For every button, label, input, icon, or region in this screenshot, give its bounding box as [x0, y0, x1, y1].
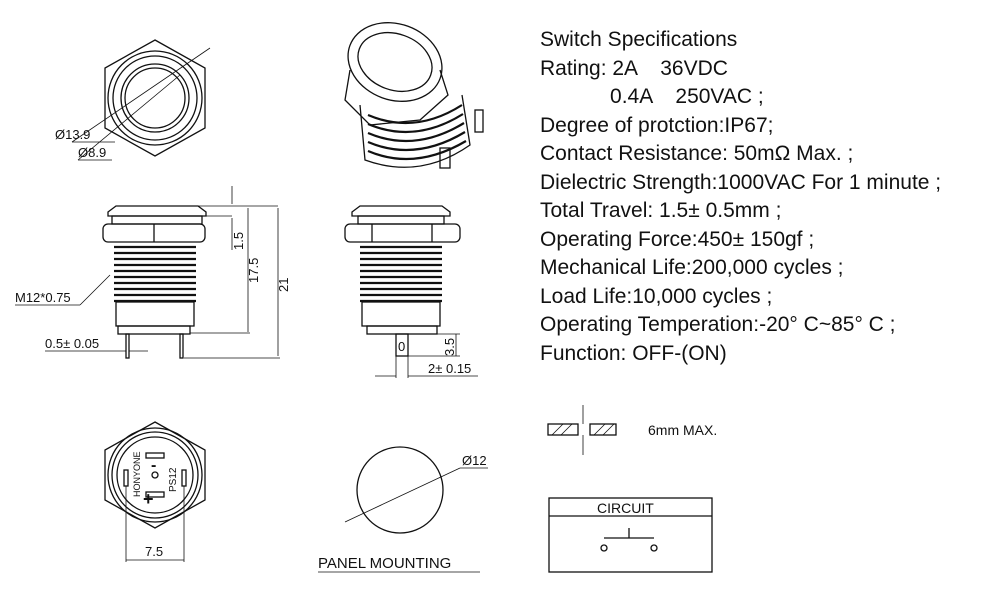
isometric-view — [344, 22, 484, 169]
pin-width-label: 0.5± 0.05 — [45, 336, 99, 351]
circuit-diagram: CIRCUIT — [548, 497, 713, 573]
panel-mounting-label: PANEL MOUNTING — [318, 555, 451, 572]
spec-line: Total Travel: 1.5± 0.5mm ; — [540, 199, 782, 222]
side-view-front: M12*0.75 0.5± 0.05 1.5 17.5 21 — [15, 186, 291, 359]
spec-line: Function: OFF-(ON) — [540, 341, 727, 365]
cap-height-label: 1.5 — [231, 232, 246, 250]
total-height-label: 21 — [276, 278, 291, 292]
minus-label: - — [151, 457, 156, 474]
model-label: PS12 — [168, 467, 179, 492]
panel-hole-label: Ø12 — [462, 453, 487, 468]
spec-line: 0.4A 250VAC ; — [540, 85, 764, 108]
spec-line: Contact Resistance: 50mΩ Max. ; — [540, 142, 854, 165]
panel-thickness: 6mm MAX. — [547, 405, 717, 455]
switch-specifications: Switch Specifications Rating: 2A 36VDC 0… — [540, 26, 941, 368]
outer-diameter-label: Ø13.9 — [55, 127, 90, 142]
spec-line: Dielectric Strength:1000VAC For 1 minute… — [540, 170, 942, 194]
brand-label: HONYONE — [132, 451, 142, 497]
terminal-height-label: 3.5 — [442, 338, 457, 356]
pin-spacing-label: 7.5 — [145, 544, 163, 559]
plus-label: + — [143, 489, 154, 509]
panel-mounting: Ø12 PANEL MOUNTING — [318, 446, 488, 573]
inner-diameter-label: Ø8.9 — [78, 145, 106, 160]
terminal-width-label: 2± 0.15 — [428, 361, 471, 376]
terminal-hole-icon: 0 — [398, 339, 405, 354]
spec-line: Operating Temperation:-20° C~85° C ; — [540, 313, 896, 336]
bottom-view: HONYONE PS12 - + 7.5 — [104, 421, 206, 562]
top-view: Ø13.9 Ø8.9 — [55, 39, 211, 161]
side-view-side: 0 2± 0.15 3.5 — [344, 205, 478, 378]
panel-thickness-label: 6mm MAX. — [648, 422, 717, 438]
spec-line: Degree of protction:IP67; — [540, 113, 774, 137]
spec-title: Switch Specifications — [540, 28, 738, 51]
circuit-label: CIRCUIT — [597, 500, 654, 516]
spec-line: Mechanical Life:200,000 cycles ; — [540, 256, 844, 279]
spec-line: Rating: 2A 36VDC — [540, 56, 728, 80]
spec-line: Load Life:10,000 cycles ; — [540, 284, 773, 308]
spec-line: Operating Force:450± 150gf ; — [540, 227, 815, 251]
body-height-label: 17.5 — [246, 258, 261, 283]
thread-label: M12*0.75 — [15, 290, 71, 305]
